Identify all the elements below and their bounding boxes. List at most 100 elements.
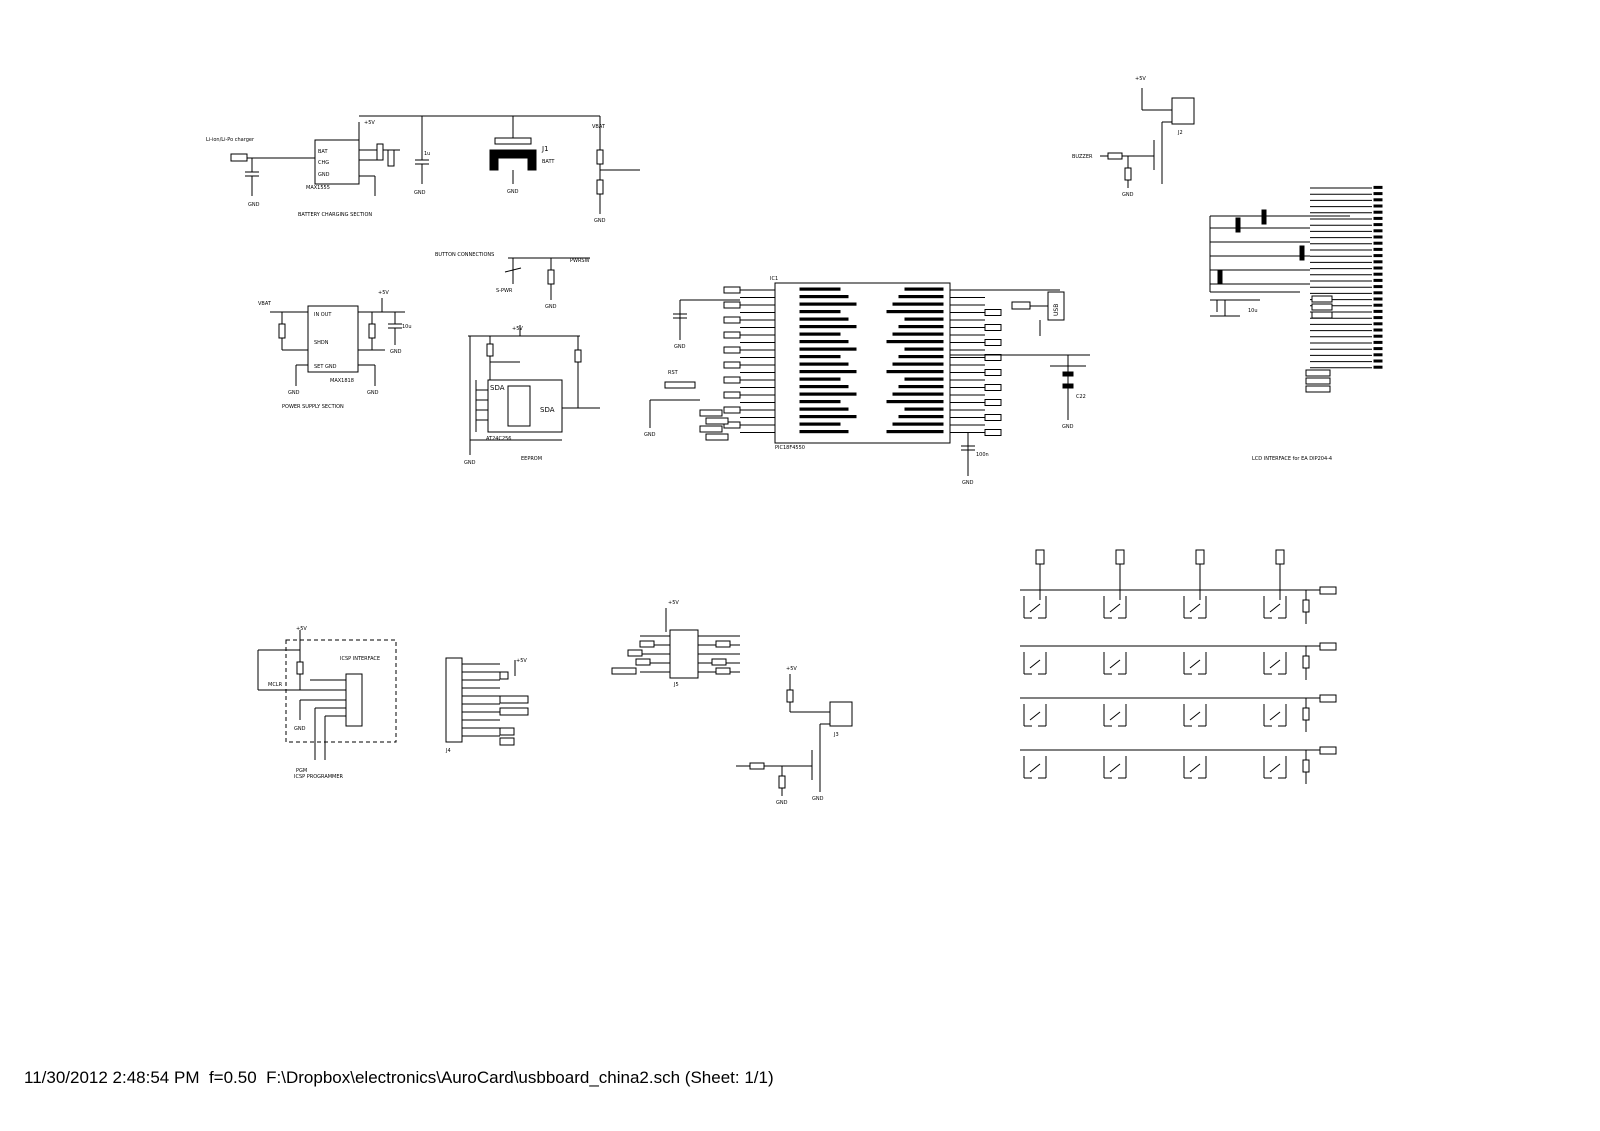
svg-text:BUTTON CONNECTIONS: BUTTON CONNECTIONS: [435, 252, 494, 258]
svg-text:PWRSW: PWRSW: [570, 258, 590, 264]
lcd-pin-mark: [1373, 322, 1383, 326]
switch-contact: [1189, 763, 1201, 773]
pulldown-resistor: [1302, 599, 1310, 613]
switch-contact: [1189, 711, 1201, 721]
net-port: [723, 286, 741, 294]
regulator-ic: [307, 305, 359, 373]
switch-contact: [1269, 659, 1281, 669]
switch-contact: [1189, 603, 1201, 613]
vbat-label: VBAT: [258, 301, 272, 307]
gnd-label: GND: [674, 344, 686, 350]
row-port: [1319, 642, 1337, 651]
print-scale: f=0.50: [208, 1068, 257, 1087]
j5-section: +5V J5: [611, 600, 740, 688]
switch-contact: [1029, 659, 1041, 669]
lcd-pin-mark: [1373, 247, 1383, 251]
vcc-label: +5V: [378, 290, 389, 296]
svg-text:GND: GND: [318, 172, 330, 178]
vbat-label: VBAT: [592, 124, 606, 130]
j5-header: [669, 629, 699, 679]
svg-text:POWER SUPPLY SECTION: POWER SUPPLY SECTION: [282, 404, 344, 410]
svg-text:100n: 100n: [976, 452, 989, 458]
row-port: [1319, 746, 1337, 755]
svg-text:BATT: BATT: [542, 159, 555, 165]
lcd-pin-mark: [1373, 229, 1383, 233]
reset-button: [664, 381, 696, 389]
reset-label: RST: [668, 370, 679, 376]
gnd-label: GND: [507, 189, 519, 195]
pin-name-mark: [904, 347, 944, 351]
icsp-header: [345, 673, 363, 727]
lcd-pin-mark: [1373, 328, 1383, 332]
gnd-label: GND: [367, 390, 379, 396]
lcd-pin-mark: [1373, 297, 1383, 301]
svg-text:PIC18F4550: PIC18F4550: [775, 445, 805, 451]
lcd-pin-mark: [1373, 309, 1383, 313]
svg-text:SHDN: SHDN: [314, 340, 329, 346]
switch-contact: [1109, 763, 1121, 773]
mcu-section: IC1 PIC18F4550 100n GND GND RST GND USB: [644, 276, 1090, 486]
net-port: [499, 727, 515, 736]
switch-contact: [1029, 763, 1041, 773]
switch-contact: [1269, 711, 1281, 721]
cap-value: 10u: [402, 324, 412, 330]
sheet-number: (Sheet: 1/1): [684, 1068, 774, 1087]
pin-name-mark: [799, 422, 841, 426]
pin-name-mark: [892, 392, 944, 396]
net-port: [499, 707, 529, 716]
net-port: [699, 409, 723, 417]
pin-name-mark: [904, 407, 944, 411]
power-supply-section: IN OUT SHDN SET GND MAX1818 POWER SUPPLY…: [258, 290, 412, 410]
gnd-label: GND: [294, 726, 306, 732]
lcd-pin-mark: [1373, 285, 1383, 289]
switch-contact: [1269, 763, 1281, 773]
lcd-pin-mark: [1373, 340, 1383, 344]
gnd-label: GND: [644, 432, 656, 438]
net-port: [984, 384, 1002, 391]
switch-contact: [1269, 603, 1281, 613]
pin-name-mark: [904, 317, 944, 321]
gnd-label: GND: [390, 349, 402, 355]
pulldown-resistor: [1302, 759, 1310, 773]
connector-j2: [1171, 97, 1195, 125]
row-port: [1319, 694, 1337, 703]
lcd-pin-mark: [1373, 291, 1383, 295]
cap-value: 10u: [1248, 308, 1258, 314]
cap-value: 1u: [424, 151, 430, 157]
lcd-pin-mark: [1373, 266, 1383, 270]
lcd-pin-mark: [1373, 223, 1383, 227]
svg-text:BATTERY CHARGING SECTION: BATTERY CHARGING SECTION: [298, 212, 372, 218]
pgm-label: PGM: [296, 768, 307, 774]
j4-header: [445, 657, 463, 743]
lcd-pin-mark: [1373, 198, 1383, 202]
eeprom-sda: SDA: [490, 384, 505, 392]
connector-j3: [829, 701, 853, 727]
net-port: [711, 658, 727, 666]
lcd-pin-mark: [1373, 359, 1383, 363]
net-port: [723, 421, 741, 429]
net-port: [639, 640, 655, 648]
vcc-label: +5V: [364, 120, 375, 126]
net-port: [984, 309, 1002, 316]
svg-text:SET GND: SET GND: [314, 364, 337, 370]
net-port: [627, 649, 643, 657]
gnd-label: GND: [1062, 424, 1074, 430]
j5-label: J5: [673, 682, 679, 688]
pin-name-mark: [799, 347, 857, 351]
lcd-pin-mark: [1373, 334, 1383, 338]
net-port: [723, 301, 741, 309]
file-path: F:\Dropbox\electronics\AuroCard\usbboard…: [266, 1068, 681, 1087]
svg-text:MAX1555: MAX1555: [306, 185, 330, 191]
pin-name-mark: [904, 377, 944, 381]
svg-text:Li-ion/Li-Po charger: Li-ion/Li-Po charger: [206, 137, 255, 143]
gnd-label: GND: [1122, 192, 1134, 198]
net-port: [723, 391, 741, 399]
keyboard-matrix-section: [1020, 549, 1337, 784]
pin-name-mark: [892, 422, 944, 426]
net-port: [984, 429, 1002, 436]
svg-text:ICSP PROGRAMMER: ICSP PROGRAMMER: [294, 774, 344, 780]
net-port: [984, 324, 1002, 331]
lcd-pin-mark: [1373, 254, 1383, 258]
pin-name-mark: [892, 302, 944, 306]
